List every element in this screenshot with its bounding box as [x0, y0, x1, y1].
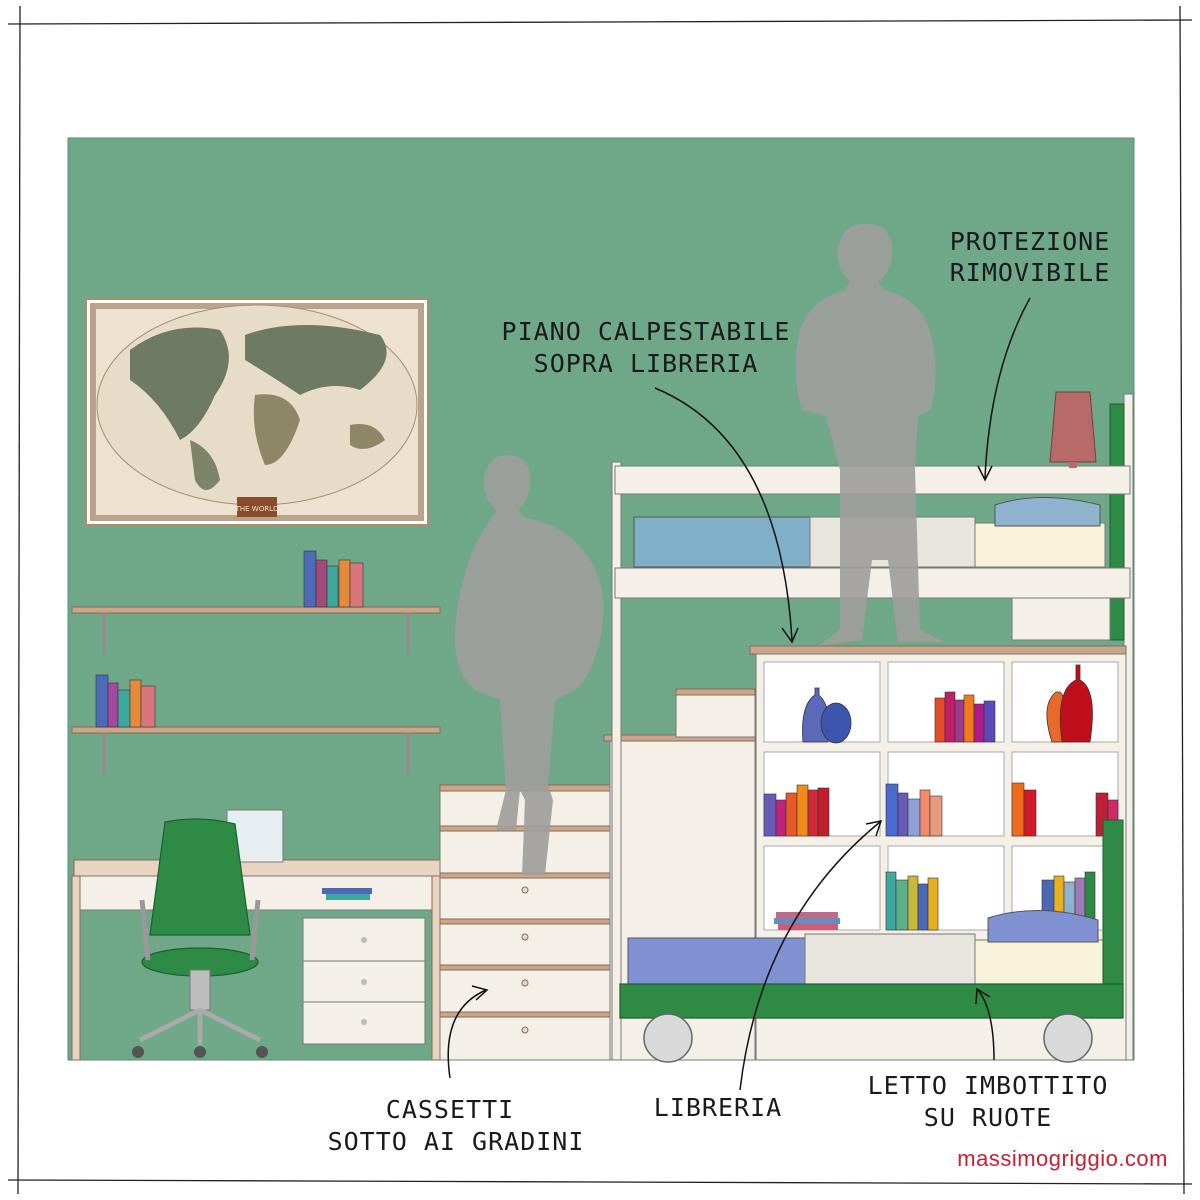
label-protection-line-2: RIMOVIBILE — [950, 258, 1111, 287]
desk — [71, 809, 441, 1061]
annotation-arrows — [447, 297, 1031, 1091]
arrow-bookcase — [739, 821, 881, 1091]
world-map-poster: THE WORLD — [85, 298, 429, 526]
person-silhouette-on-loft — [795, 223, 945, 646]
sketch-frame — [7, 5, 1193, 1195]
arrow-bed — [977, 989, 995, 1061]
person-silhouette-on-stairs — [454, 455, 604, 875]
office-chair — [132, 818, 268, 1058]
label-bookcase: LIBRERIA — [654, 1093, 782, 1122]
upper-wall-shelf — [71, 550, 441, 655]
arrow-protection — [984, 297, 1031, 479]
arrow-walkable-top — [654, 387, 793, 641]
label-bed-line-1: LETTO IMBOTTITO — [868, 1071, 1109, 1100]
annotation-labels: PROTEZIONE RIMOVIBILE PIANO CALPESTABILE… — [328, 227, 1111, 1156]
label-walkable-top-line-2: SOPRA LIBRERIA — [534, 349, 759, 378]
lower-wall-shelf — [71, 674, 441, 775]
label-drawers-line-2: SOTTO AI GRADINI — [328, 1127, 585, 1156]
map-banner: THE WORLD — [235, 505, 279, 513]
label-walkable-top-line-1: PIANO CALPESTABILE — [502, 317, 791, 346]
bookcase — [749, 645, 1127, 1061]
watermark-url: massimogriggio.com — [957, 1146, 1168, 1171]
label-drawers-line-1: CASSETTI — [386, 1095, 514, 1124]
arrow-drawers — [447, 989, 487, 1079]
label-bed-line-2: SU RUOTE — [924, 1103, 1052, 1132]
trundle-bed — [619, 819, 1124, 1063]
label-protection-line-1: PROTEZIONE — [950, 227, 1111, 256]
